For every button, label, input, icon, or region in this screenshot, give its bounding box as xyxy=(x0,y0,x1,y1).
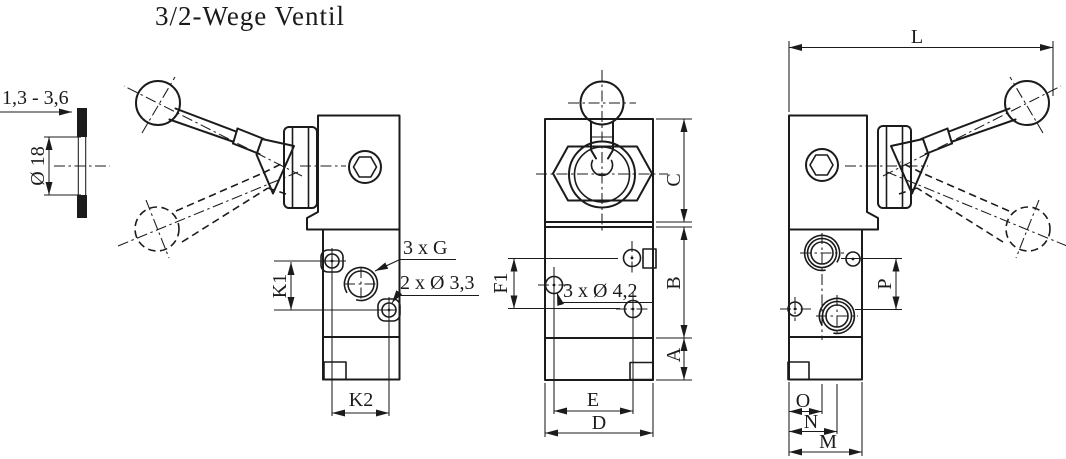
panel-hole-diameter-label: Ø 18 xyxy=(27,146,49,185)
mounting-foot xyxy=(629,361,654,381)
n-label: N xyxy=(804,411,818,433)
f1-label: F1 xyxy=(490,272,512,293)
b-label: B xyxy=(663,276,685,289)
lever-down-position-phantom xyxy=(134,161,287,252)
panel-detail-view: 1,3 - 3,6 Ø 18 xyxy=(0,87,110,218)
ports-leader xyxy=(375,260,456,272)
mount-holes-label: 3 x Ø 4,2 xyxy=(563,280,637,302)
mount-hole-left xyxy=(780,297,811,321)
e-label: E xyxy=(587,389,599,411)
k2-label: K2 xyxy=(349,389,373,411)
lever-up-position xyxy=(890,80,1050,195)
hex-socket-screw xyxy=(348,150,382,184)
mounting-nut-front xyxy=(552,145,653,202)
lever-ball-knob xyxy=(1004,80,1050,126)
port-top-threaded xyxy=(800,233,844,340)
mount-holes-label: 2 x Ø 3,3 xyxy=(400,272,474,294)
m-label: M xyxy=(819,431,837,453)
hex-socket-screw xyxy=(805,148,839,182)
side-port-boss xyxy=(642,248,657,269)
port-bottom-threaded xyxy=(816,295,858,337)
c-label: C xyxy=(663,173,685,186)
port-center-threaded xyxy=(343,266,379,302)
p-label: P xyxy=(874,278,896,289)
mount-hole-top xyxy=(622,241,642,276)
mount-holes-leader xyxy=(557,293,653,303)
front-view: F1 C B A E D 3 x Ø 4,2 xyxy=(490,70,692,437)
mounting-nut xyxy=(877,125,912,209)
lever-ball-knob xyxy=(135,80,181,126)
mounting-foot xyxy=(323,361,347,381)
k1-label: K1 xyxy=(269,274,291,298)
drawing-title: 3/2-Wege Ventil xyxy=(155,1,345,31)
side-view-right: L P O N M xyxy=(780,26,1066,456)
panel-cross-section xyxy=(77,108,87,218)
mount-holes-leader xyxy=(392,296,479,304)
lever-down-position-phantom xyxy=(898,161,1051,252)
a-label: A xyxy=(663,347,685,362)
panel-thickness-label: 1,3 - 3,6 xyxy=(2,87,69,109)
mounting-nut xyxy=(283,126,318,209)
o-label: O xyxy=(796,390,810,412)
lever-up-position xyxy=(135,80,295,195)
mounting-foot xyxy=(787,361,810,381)
d-label: D xyxy=(592,412,606,434)
side-view-left: K1 K2 3 x G 2 x Ø 3,3 xyxy=(117,76,479,417)
ports-label: 3 x G xyxy=(403,237,447,259)
l-label: L xyxy=(911,26,923,48)
